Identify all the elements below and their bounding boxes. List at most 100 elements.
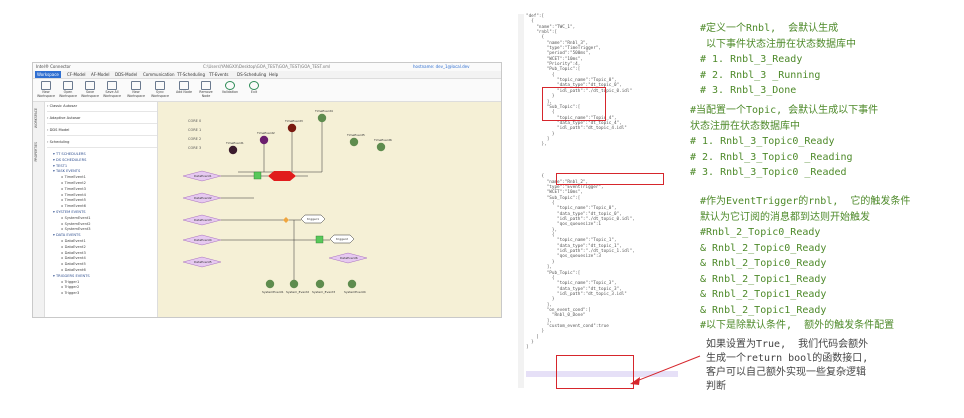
node-label: DataEvent1 [194,174,212,178]
tree-item[interactable]: ▫ DataEvent5 [61,262,86,267]
node-label: SystemEvent1 [262,290,284,294]
tree-item[interactable]: ▫ TimeEvent6 [61,204,86,209]
data-event-node [328,252,368,264]
ribbon-button-6[interactable]: Add Node [173,81,195,95]
system-event-node [265,279,275,289]
tree-item[interactable]: ▾ TT SCHEDULERS [53,152,86,156]
time-event-node [287,123,297,133]
time-event-node [259,135,269,145]
menu-item-help[interactable]: Help [269,72,279,77]
trigger-node [329,234,355,244]
menu-item-communication[interactable]: Communication [143,72,175,77]
folder-icon [85,81,95,90]
folder-icon [63,81,73,90]
tree-item[interactable]: ▾ DS SCHEDULERS [53,157,87,162]
tree-item[interactable]: ▫ Trigger1 [61,279,80,284]
folder-icon [41,81,51,90]
tree-item[interactable]: ▫ TimeEvent1 [61,175,86,180]
ribbon-button-4[interactable]: New Workspace [125,81,147,98]
ribbon-label: Sync Workspace [150,90,170,98]
ribbon-label: New Workspace [36,90,56,98]
app-window: Intel® Connector C:\Users\YANGXX\Desktop… [32,62,502,318]
node-label: System_Event3 [312,290,335,294]
node-label: TimeEvent3 [284,119,303,123]
and-gate-node [315,235,324,244]
trigger-node [300,214,326,224]
check-icon [225,81,235,90]
ribbon-button-7[interactable]: Remove Node [195,81,217,98]
tree-item[interactable]: ▫ Trigger2 [61,285,80,290]
ribbon-button-0[interactable]: New Workspace [35,81,57,98]
node-label: TimeEvent4 [314,109,333,113]
tree-item[interactable]: ▫ DataEvent6 [61,268,86,272]
time-event-node [228,145,238,155]
ribbon-button-3[interactable]: Save All Workspace [101,81,123,98]
tree-item[interactable]: ▫ DataEvent4 [61,256,86,261]
json-code: "def":[ { "name":"TWC_1", "rnbl":[ { "na… [526,14,635,351]
workspace-tree: › Classic Autosar › Adaptive Autosar › DDS… [45,102,158,317]
code-panel: "def":[ { "name":"TWC_1", "rnbl":[ { "na… [518,14,688,388]
ribbon-button-5[interactable]: Sync Workspace [149,81,171,98]
tree-item[interactable]: ▾ TEST1 [53,163,68,168]
node-label: TimeEvent1 [225,141,244,145]
ribbon-button-2[interactable]: Save Workspace [79,81,101,98]
tree-item[interactable]: ▫ TimeEvent3 [61,186,86,191]
tree-item[interactable]: ▫ SystemEvent2 [61,221,91,226]
time-event-node [317,113,327,123]
tree-item[interactable]: ▫ SystemEvent1 [61,215,91,220]
ribbon-button-8[interactable]: Validation [219,81,241,95]
ribbon-label: Save Workspace [80,90,100,98]
ribbon-label: Save All Workspace [102,90,122,98]
menu-item-workspace[interactable]: Workspace [35,71,61,78]
tree-item[interactable]: ▫ TimeEvent4 [61,192,86,197]
menu-item-dds-model[interactable]: DDS-Model [115,72,138,77]
tree-item[interactable]: ▾ TRIGGERS EVENTS [53,273,90,278]
node-label: TimeEvent5 [346,133,365,137]
tree-item[interactable]: ▫ TimeEvent5 [61,198,86,203]
tree-section[interactable]: › Classic Autosar [47,102,157,112]
core-label: CORE 1 [188,128,201,132]
menu-item-tt-events[interactable]: TT-Events [209,72,229,77]
tree-section[interactable]: › Scheduling [47,138,157,148]
tree-item[interactable]: ▾ DATA EVENTS [53,233,81,238]
menu-item-ds-scheduling[interactable]: DS-Scheduling [237,72,267,77]
tree-item[interactable]: ▫ TimeEvent2 [61,181,86,185]
system-event-node [315,279,325,289]
node-label: TimeEvent2 [256,131,275,135]
ribbon-button-1[interactable]: Open Workspace [57,81,79,98]
and-gate-node [253,171,262,180]
tree-item[interactable]: ▫ DataEvent2 [61,244,86,249]
ribbon-label: Open Workspace [58,90,78,98]
core-label: CORE 0 [188,119,201,123]
ribbon-button-9[interactable]: Exit [243,81,265,95]
tree-section[interactable]: › DDS Model [47,126,157,136]
tree-section[interactable]: › Adaptive Autosar [47,114,157,124]
tree-item[interactable]: ▾ TASK EVENTS [53,169,81,174]
vtab-properties[interactable]: PROPERTIES [34,142,38,162]
tree-item[interactable]: ▾ SYSTEM EVENTS [53,210,86,214]
tree-item[interactable]: ▫ DataEvent3 [61,250,86,255]
node-label: DataEvent4 [194,238,212,242]
node-label: TimeEvent6 [373,138,392,142]
folder-icon [201,81,211,90]
folder-icon [155,81,165,90]
node-label: trigger2 [336,237,348,241]
tree-item[interactable]: ▫ DataEvent1 [61,239,86,243]
menu-item-af-model[interactable]: AF-Model [91,72,110,77]
node-label: DataEvent2 [194,196,212,200]
node-label: SystemEvent4 [344,290,366,294]
menu-bar: Workspace CF-Model AF-Model DDS-Model Commun… [33,71,501,79]
or-gate-node [283,217,289,223]
note-topic: #当配置一个Topic, 会默认生成以下事件 状态注册在状态数据库中 # 1. … [690,105,879,178]
time-event-node [376,142,386,152]
tree-item[interactable]: ▫ Trigger3 [61,291,80,296]
highlight-box-blank [556,173,664,185]
highlight-box-pub-topic [542,87,606,121]
menu-item-tt-scheduling[interactable]: TT-Scheduling [177,72,205,77]
menu-item-cf-model[interactable]: CF-Model [67,72,86,77]
tree-item[interactable]: ▫ SystemEvent3 [61,227,91,232]
data-event-node [182,256,222,268]
vtab-workspace[interactable]: WORKSPACE [34,108,38,129]
